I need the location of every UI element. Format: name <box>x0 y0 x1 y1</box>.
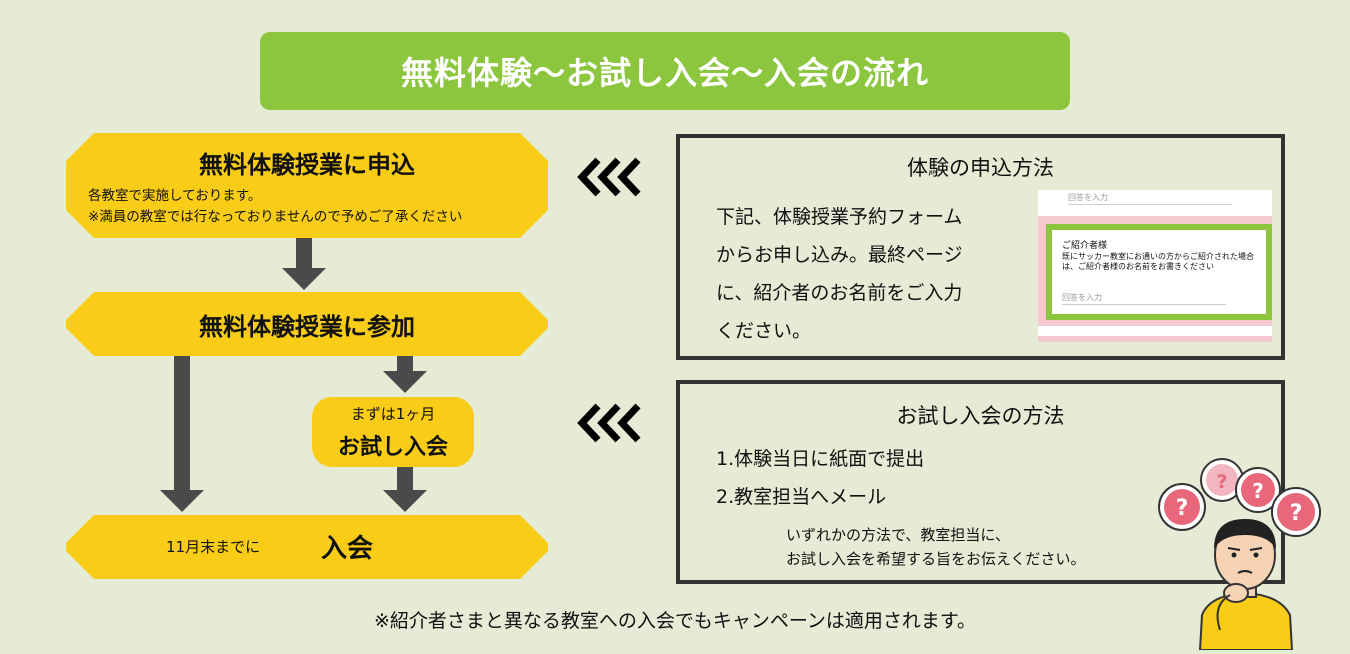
method-note-1: いずれかの方法で、教室担当に、 <box>786 526 1010 544</box>
panel-trial-application-line: に、紹介者のお名前をご入力 <box>716 282 963 304</box>
panel-trial-membership-title: お試し入会の方法 <box>896 404 1065 428</box>
question-bubble-icon: ? <box>1271 487 1321 537</box>
panel-trial-application-line: 下記、体験授業予約フォーム <box>716 206 963 228</box>
panel-trial-application-title: 体験の申込方法 <box>907 156 1054 180</box>
step-apply-trial-note-2: ※満員の教室では行なっておりませんので予めご了承ください <box>88 209 463 225</box>
arrow-down-icon <box>383 371 427 393</box>
form-input-underline <box>1062 304 1226 305</box>
form-input-underline <box>1068 204 1232 205</box>
chevrons-left-icon <box>576 400 648 456</box>
panel-trial-application-body: 下記、体験授業予約フォーム からお申し込み。最終ページ に、紹介者のお名前をご入… <box>716 198 1026 350</box>
form-answer-placeholder: 回答を入力 <box>1068 193 1108 202</box>
arrow-down-icon <box>160 490 204 512</box>
footer-note: ※紹介者さまと異なる教室への入会でもキャンペーンは適用されます。 <box>373 610 977 632</box>
svg-text:?: ? <box>1176 496 1189 521</box>
panel-trial-membership-method: お試し入会の方法 1.体験当日に紙面で提出 2.教室担当へメール いずれかの方法… <box>676 380 1285 584</box>
svg-text:?: ? <box>1290 501 1303 526</box>
panel-trial-application-line: からお申し込み。最終ページ <box>716 244 963 266</box>
arrow-shaft-left <box>174 356 190 492</box>
method-note-2: お試し入会を希望する旨をお伝えください。 <box>786 550 1086 568</box>
question-bubble-icon: ? <box>1158 483 1206 531</box>
step-enroll-label: 入会 <box>321 534 374 564</box>
step-attend-trial: 無料体験授業に参加 <box>66 292 548 356</box>
step-apply-trial-heading: 無料体験授業に申込 <box>199 151 415 179</box>
thinking-person-illustration: ? ? ? ? <box>1150 455 1350 651</box>
step-apply-trial: 無料体験授業に申込 各教室で実施しております。 ※満員の教室では行なっておりませ… <box>66 133 548 238</box>
step-enroll: 11月末までに 入会 <box>66 515 548 579</box>
arrow-shaft-3 <box>397 467 413 492</box>
svg-text:?: ? <box>1252 479 1264 503</box>
step-trial-membership-small: まずは1ヶ月 <box>350 405 436 423</box>
step-enroll-deadline: 11月末までに <box>166 538 261 556</box>
step-apply-trial-notes: 各教室で実施しております。 ※満員の教室では行なっておりませんので予めご了承くだ… <box>88 186 462 228</box>
arrow-down-icon <box>383 490 427 512</box>
method-item-email: 2.教室担当へメール <box>716 486 887 508</box>
question-bubble-icon: ? <box>1200 458 1244 502</box>
arrow-shaft-1 <box>296 238 312 270</box>
arrow-down-icon <box>282 268 326 290</box>
question-bubble-icon: ? <box>1235 467 1281 513</box>
step-trial-membership-big: お試し入会 <box>337 435 448 460</box>
form-screenshot: 回答を入力 ご紹介者様 既にサッカー教室にお通いの方からご紹介された場合は、ご紹… <box>1038 190 1272 342</box>
panel-trial-application-line: ください。 <box>716 320 812 342</box>
form-top-field: 回答を入力 <box>1038 190 1272 216</box>
form-bottom-strip <box>1038 326 1272 336</box>
step-apply-trial-note-1: 各教室で実施しております。 <box>88 188 262 204</box>
form-referrer-title: ご紹介者様 <box>1062 241 1108 251</box>
page-title: 無料体験〜お試し入会〜入会の流れ <box>260 32 1070 110</box>
form-referrer-card: ご紹介者様 既にサッカー教室にお通いの方からご紹介された場合は、ご紹介者様のお名… <box>1046 224 1272 320</box>
form-referrer-description: 既にサッカー教室にお通いの方からご紹介された場合は、ご紹介者様のお名前をお書きく… <box>1062 252 1254 271</box>
step-trial-membership: まずは1ヶ月 お試し入会 <box>312 397 474 467</box>
chevrons-left-icon <box>576 154 648 210</box>
arrow-shaft-2 <box>397 356 413 372</box>
svg-text:?: ? <box>1216 471 1227 493</box>
form-referrer-placeholder: 回答を入力 <box>1062 293 1102 302</box>
method-item-paper: 1.体験当日に紙面で提出 <box>716 448 925 470</box>
